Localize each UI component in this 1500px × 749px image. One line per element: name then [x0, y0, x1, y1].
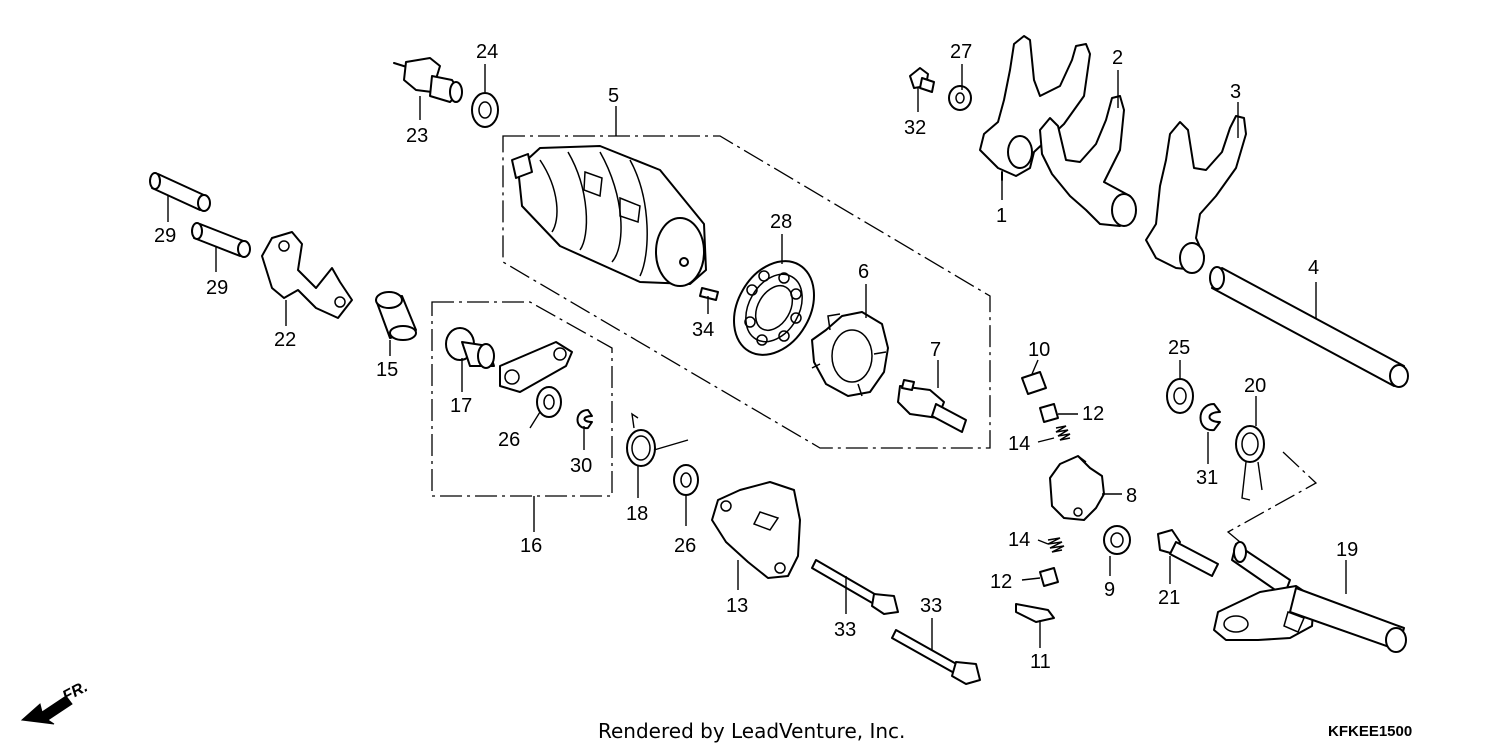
footer-rendered-by: Rendered by LeadVenture, Inc. [598, 719, 905, 743]
part-30-clip[interactable] [576, 409, 593, 430]
callout-30: 30 [570, 455, 592, 477]
callout-20: 20 [1244, 375, 1266, 397]
part-26-washer-lower[interactable] [673, 464, 699, 496]
part-26-washer-upper[interactable] [536, 386, 562, 418]
callout-4: 4 [1308, 257, 1319, 279]
callout-1: 1 [996, 205, 1007, 227]
callout-7: 7 [930, 339, 941, 361]
callout-14-upper: 14 [1008, 433, 1030, 455]
callout-12-upper: 12 [1082, 403, 1104, 425]
part-29-dowel-pin-upper[interactable] [149, 172, 211, 212]
callout-26-upper: 26 [498, 429, 520, 451]
part-15-collar[interactable] [375, 291, 417, 341]
part-18-return-spring[interactable] [626, 412, 689, 467]
part-7-special-bolt[interactable] [897, 379, 967, 433]
part-33-bolt-upper[interactable] [811, 559, 899, 615]
group-outline-shift-spindle [1226, 451, 1318, 543]
footer-diagram-code: KFKEE1500 [1328, 723, 1412, 740]
part-33-bolt-lower[interactable] [891, 629, 981, 685]
part-3-shift-fork[interactable] [1145, 115, 1247, 274]
part-14-spring-lower[interactable] [1047, 537, 1065, 553]
part-stopper-arm[interactable] [499, 341, 573, 393]
part-10-detent-block[interactable] [1021, 371, 1047, 395]
part-27-washer[interactable] [948, 85, 972, 111]
callout-2: 2 [1112, 47, 1123, 69]
callout-5: 5 [608, 85, 619, 107]
part-11-detent-key[interactable] [1015, 603, 1055, 623]
callout-34: 34 [692, 319, 714, 341]
callout-29-lower: 29 [206, 277, 228, 299]
part-31-clip[interactable] [1199, 403, 1221, 432]
callout-26-lower: 26 [674, 535, 696, 557]
callout-11: 11 [1030, 651, 1051, 673]
callout-33-upper: 33 [834, 619, 856, 641]
callout-16: 16 [520, 535, 542, 557]
callout-22: 22 [274, 329, 296, 351]
callout-25: 25 [1168, 337, 1190, 359]
part-24-washer[interactable] [471, 92, 499, 128]
callout-3: 3 [1230, 81, 1241, 103]
part-2-shift-fork[interactable] [1039, 95, 1137, 227]
callout-32: 32 [904, 117, 926, 139]
callout-29-upper: 29 [154, 225, 176, 247]
part-8-cam-plate[interactable] [1049, 455, 1105, 521]
callout-8: 8 [1126, 485, 1137, 507]
group-outline-shift-drum [502, 135, 991, 449]
part-13-plate[interactable] [711, 481, 801, 579]
callout-24: 24 [476, 41, 498, 63]
part-1-shift-fork[interactable] [979, 35, 1091, 181]
group-outline-stopper-arm [431, 301, 613, 497]
callout-10: 10 [1028, 339, 1050, 361]
callout-21: 21 [1158, 587, 1180, 609]
callout-31: 31 [1196, 467, 1218, 489]
callout-9: 9 [1104, 579, 1115, 601]
callout-12-lower: 12 [990, 571, 1012, 593]
callout-15: 15 [376, 359, 398, 381]
callout-33-lower: 33 [920, 595, 942, 617]
part-22-guide-plate[interactable] [261, 231, 353, 319]
part-20-return-spring[interactable] [1235, 425, 1265, 501]
callout-28: 28 [770, 211, 792, 233]
part-23-neutral-switch[interactable] [393, 57, 463, 103]
front-direction-arrow: FR. [20, 678, 91, 725]
callout-19: 19 [1336, 539, 1358, 561]
part-4-fork-shaft[interactable] [1209, 266, 1409, 388]
callout-23: 23 [406, 125, 428, 147]
part-19-shift-spindle[interactable] [1213, 541, 1407, 653]
part-32-bolt[interactable] [909, 67, 935, 93]
callout-labels: 24 23 5 29 29 22 15 17 26 30 16 18 26 13… [154, 41, 1358, 673]
part-21-bolt[interactable] [1157, 529, 1219, 577]
callout-18: 18 [626, 503, 648, 525]
part-12-detent-pin-upper[interactable] [1039, 403, 1059, 423]
callout-17: 17 [450, 395, 472, 417]
callout-14-lower: 14 [1008, 529, 1030, 551]
part-25-washer[interactable] [1166, 378, 1194, 414]
callout-6: 6 [858, 261, 869, 283]
part-5-shift-drum[interactable] [511, 145, 707, 287]
part-17-collar-bolt[interactable] [445, 327, 495, 369]
leader-lines [167, 64, 1347, 650]
part-34-pin[interactable] [699, 287, 719, 301]
callout-27: 27 [950, 41, 972, 63]
part-12-detent-pin-lower[interactable] [1039, 567, 1059, 587]
part-29-dowel-pin-lower[interactable] [191, 222, 251, 258]
part-6-drum-center[interactable] [811, 311, 889, 397]
part-9-collar[interactable] [1103, 525, 1131, 555]
part-14-spring-upper[interactable] [1055, 425, 1071, 441]
callout-13: 13 [726, 595, 748, 617]
part-28-bearing[interactable] [718, 247, 830, 370]
